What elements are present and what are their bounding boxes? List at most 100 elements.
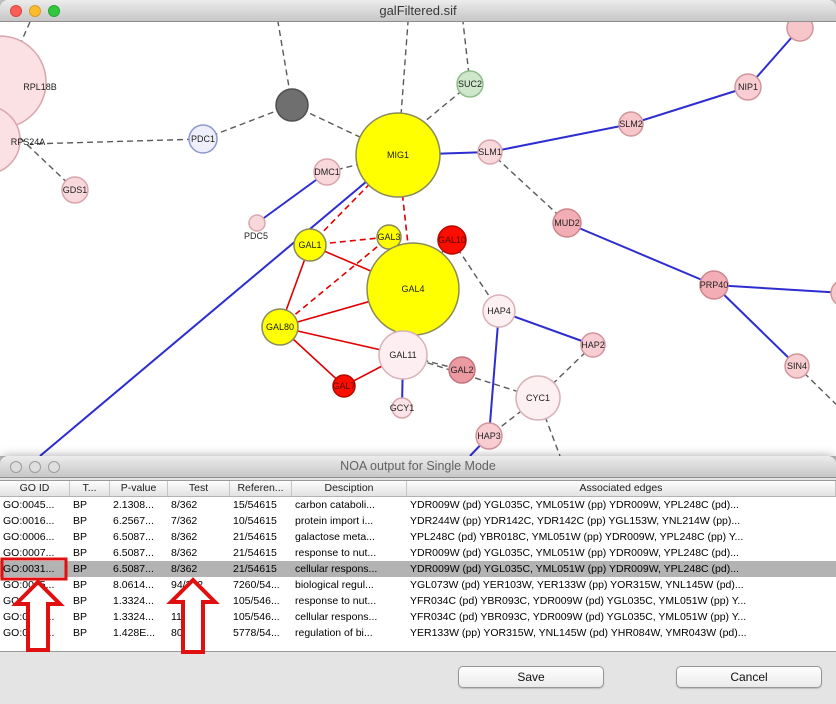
table-cell: cellular respons... bbox=[295, 563, 378, 575]
graph-node-pdc1[interactable] bbox=[188, 124, 218, 154]
graph-node-prp40[interactable] bbox=[699, 270, 729, 300]
graph-node-label-mud2: MUD2 bbox=[554, 218, 580, 228]
graph-node-gal10[interactable] bbox=[437, 225, 467, 255]
graph-edge[interactable] bbox=[488, 310, 500, 437]
column-header-p-value[interactable]: P-value bbox=[110, 481, 168, 496]
graph-edge[interactable] bbox=[29, 138, 204, 145]
table-cell: galactose meta... bbox=[295, 531, 375, 543]
zoom-icon[interactable] bbox=[48, 461, 60, 473]
button-bar: Save Cancel bbox=[0, 652, 836, 704]
graph-node-unlabeled-gray[interactable] bbox=[275, 88, 309, 122]
table-cell: YPL248C (pd) YBR018C, YML051W (pp) YDR00… bbox=[410, 531, 744, 543]
column-header-referen-[interactable]: Referen... bbox=[230, 481, 292, 496]
table-cell: YDR244W (pp) YDR142C, YDR142C (pp) YGL15… bbox=[410, 515, 741, 527]
table-cell: 1.3324... bbox=[113, 595, 154, 607]
close-icon[interactable] bbox=[10, 461, 22, 473]
column-header-desciption[interactable]: Desciption bbox=[292, 481, 407, 496]
graph-node-gal11[interactable] bbox=[378, 330, 428, 380]
graph-node-rpl18b[interactable] bbox=[0, 35, 47, 129]
graph-node-label-gal11: GAL11 bbox=[389, 350, 416, 360]
graph-node-suc2[interactable] bbox=[456, 70, 484, 98]
save-button[interactable]: Save bbox=[458, 666, 604, 688]
table-cell: 21/54615 bbox=[233, 547, 277, 559]
graph-node-label-gal4: GAL4 bbox=[401, 284, 424, 294]
minimize-icon[interactable] bbox=[29, 5, 41, 17]
graph-node-corner-node[interactable] bbox=[786, 22, 814, 42]
table-cell: YFR034C (pd) YBR093C, YDR009W (pd) YGL03… bbox=[410, 595, 747, 607]
graph-node-mud2[interactable] bbox=[552, 208, 582, 238]
cancel-button[interactable]: Cancel bbox=[676, 666, 822, 688]
graph-edge[interactable] bbox=[279, 236, 390, 328]
graph-node-label-slm1: SLM1 bbox=[478, 147, 502, 157]
zoom-icon[interactable] bbox=[48, 5, 60, 17]
table-cell: BP bbox=[73, 531, 88, 543]
graph-node-hap2[interactable] bbox=[580, 332, 606, 358]
graph-node-slm2[interactable] bbox=[618, 111, 644, 137]
table-cell: 7/362 bbox=[171, 515, 198, 527]
window-title: NOA output for Single Mode bbox=[340, 459, 496, 473]
traffic-lights bbox=[10, 5, 60, 17]
graph-node-sin4[interactable] bbox=[784, 353, 810, 379]
table-cell: YFR034C (pd) YBR093C, YDR009W (pd) YGL03… bbox=[410, 611, 747, 623]
graph-node-label-hap4: HAP4 bbox=[487, 306, 511, 316]
table-cell: YER133W (pp) YOR315W, YNL145W (pd) YHR08… bbox=[410, 627, 747, 639]
graph-edge[interactable] bbox=[256, 171, 328, 224]
noa-window-titlebar[interactable]: NOA output for Single Mode bbox=[0, 456, 836, 478]
graph-edge[interactable] bbox=[39, 154, 399, 456]
table-cell: GO:0031... bbox=[3, 595, 55, 607]
table-cell: GO:0006... bbox=[3, 531, 55, 543]
graph-node-hap4[interactable] bbox=[482, 294, 516, 328]
graph-node-hap3[interactable] bbox=[475, 422, 503, 450]
graph-node-rps24a[interactable] bbox=[0, 106, 21, 174]
column-header-associated-edges[interactable]: Associated edges bbox=[407, 481, 836, 496]
graph-node-dmc1[interactable] bbox=[313, 158, 341, 186]
graph-node-mig1[interactable] bbox=[355, 112, 441, 198]
graph-edge[interactable] bbox=[489, 151, 568, 224]
graph-edge[interactable] bbox=[489, 123, 632, 153]
graph-edge[interactable] bbox=[713, 284, 836, 294]
table-cell: 94/362 bbox=[171, 579, 204, 591]
table-cell: 105/546... bbox=[233, 595, 280, 607]
graph-edge[interactable] bbox=[630, 86, 749, 125]
graph-node-gal80[interactable] bbox=[261, 308, 299, 346]
graph-edge[interactable] bbox=[713, 284, 798, 367]
graph-node-edge-node[interactable] bbox=[830, 280, 836, 306]
graph-node-nip1[interactable] bbox=[734, 73, 762, 101]
table-cell: BP bbox=[73, 563, 88, 575]
graph-node-gcy1[interactable] bbox=[391, 397, 413, 419]
graph-edge[interactable] bbox=[566, 222, 715, 286]
table-cell: 7260/54... bbox=[233, 579, 280, 591]
minimize-icon[interactable] bbox=[29, 461, 41, 473]
graph-node-gal1[interactable] bbox=[293, 228, 327, 262]
column-header-t-[interactable]: T... bbox=[70, 481, 110, 496]
close-icon[interactable] bbox=[10, 5, 22, 17]
graph-node-cyc1[interactable] bbox=[515, 375, 561, 421]
table-cell: YDR009W (pd) YGL035C, YML051W (pp) YDR00… bbox=[410, 563, 739, 575]
graph-node-pdc5[interactable] bbox=[248, 214, 266, 232]
table-cell: BP bbox=[73, 611, 88, 623]
graph-node-label-rps24a: RPS24A bbox=[11, 137, 46, 147]
column-header-test[interactable]: Test bbox=[168, 481, 230, 496]
graph-node-label-mig1: MIG1 bbox=[387, 150, 409, 160]
table-cell: biological regul... bbox=[295, 579, 374, 591]
graph-node-slm1[interactable] bbox=[477, 139, 503, 165]
column-header-go-id[interactable]: GO ID bbox=[0, 481, 70, 496]
table-cell: carbon cataboli... bbox=[295, 499, 375, 511]
table-cell: 1.428E... bbox=[113, 627, 156, 639]
table-cell: 6.2567... bbox=[113, 515, 154, 527]
graph-node-gal2[interactable] bbox=[448, 356, 476, 384]
graph-node-gal7[interactable] bbox=[332, 374, 356, 398]
network-window-titlebar[interactable]: galFiltered.sif bbox=[0, 0, 836, 22]
graph-node-gds1[interactable] bbox=[61, 176, 89, 204]
